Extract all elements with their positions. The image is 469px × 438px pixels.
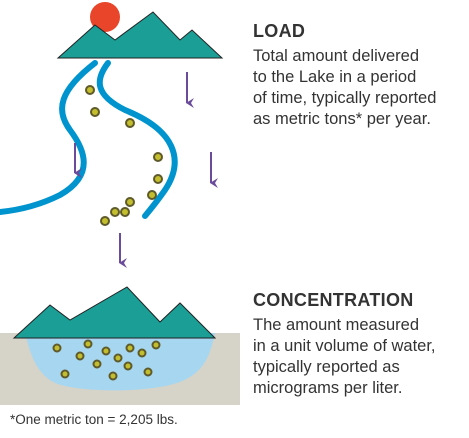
sediment-particle-icon (153, 152, 163, 162)
footnote: *One metric ton = 2,205 lbs. (10, 412, 178, 427)
sediment-particle-icon (101, 346, 111, 356)
river-icon (0, 60, 178, 219)
concentration-description-line: micrograms per liter. (253, 379, 403, 397)
sediment-particle-icon (143, 367, 153, 377)
sediment-particle-icon (125, 197, 135, 207)
concentration-description-line: typically reported as (253, 358, 400, 376)
bottom-mountain-icon (12, 286, 217, 339)
load-description-line: of time, typically reported (253, 89, 437, 107)
sediment-particle-icon (100, 216, 110, 226)
sediment-particle-icon (110, 207, 120, 217)
concentration-description-line: The amount measured (253, 316, 420, 334)
sediment-particle-icon (147, 190, 157, 200)
sediment-particle-icon (137, 348, 147, 358)
lake-particles (52, 339, 161, 381)
concentration-description: The amount measured in a unit volume of … (253, 315, 467, 399)
sun-icon (90, 2, 120, 32)
sediment-particle-icon (92, 359, 102, 369)
sediment-particle-icon (108, 371, 118, 381)
top-mountain-icon (56, 11, 224, 59)
sediment-particle-icon (90, 107, 100, 117)
river-particles (85, 85, 163, 226)
sediment-particle-icon (83, 339, 93, 349)
sediment-particle-icon (52, 343, 62, 353)
load-description-line: as metric tons* per year. (253, 110, 431, 128)
sediment-particle-icon (75, 351, 85, 361)
down-arrows (74, 72, 218, 268)
load-heading: LOAD (253, 21, 306, 41)
lake-basin-icon (0, 333, 240, 405)
sediment-particle-icon (125, 343, 135, 353)
load-description-line: Total amount delivered (253, 47, 420, 65)
sediment-particle-icon (120, 207, 130, 217)
load-description-line: to the Lake in a period (253, 68, 417, 86)
sediment-particle-icon (85, 85, 95, 95)
sediment-particle-icon (60, 369, 70, 379)
concentration-description-line: in a unit volume of water, (253, 337, 436, 355)
concentration-heading: CONCENTRATION (253, 290, 414, 310)
load-description: Total amount delivered to the Lake in a … (253, 46, 467, 130)
sediment-particle-icon (113, 353, 123, 363)
sediment-particle-icon (153, 174, 163, 184)
sediment-particle-icon (151, 340, 161, 350)
sediment-particle-icon (123, 361, 133, 371)
sediment-particle-icon (125, 118, 135, 128)
